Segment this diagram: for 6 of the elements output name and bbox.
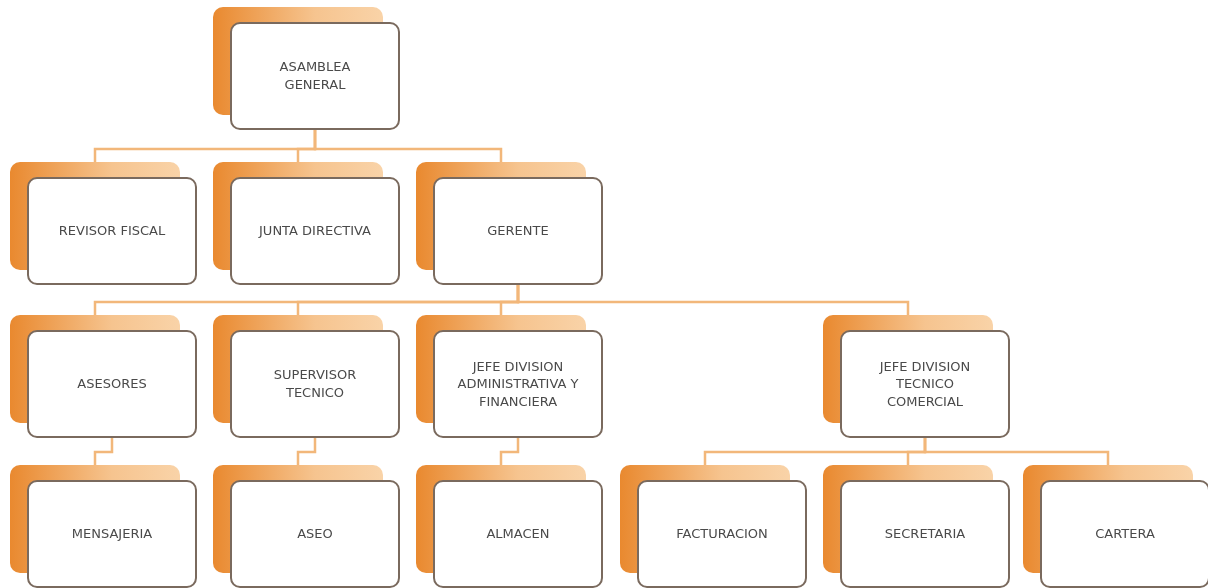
connector-line [313, 130, 503, 162]
connector-line [499, 438, 520, 465]
connector-line [923, 438, 1110, 465]
connector-line [93, 438, 114, 465]
connector-line [296, 438, 317, 465]
connector-line [516, 285, 910, 315]
